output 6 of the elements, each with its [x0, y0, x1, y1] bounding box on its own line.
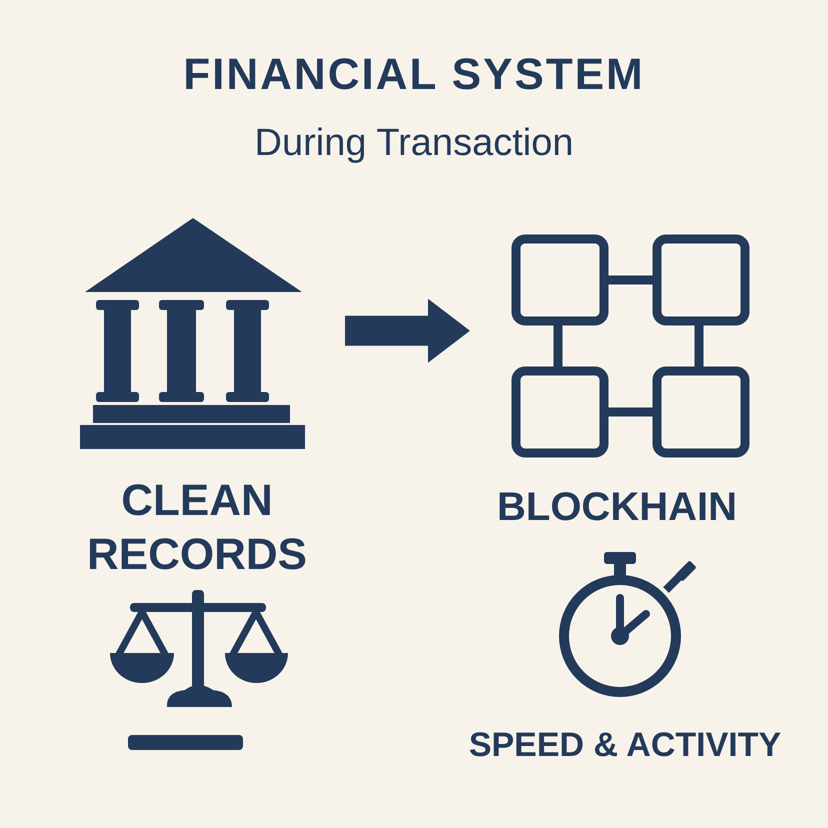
title: FINANCIAL SYSTEM: [182, 50, 646, 100]
caption-label: SPEED & ACTIVITY: [468, 726, 782, 765]
node-caption: CLEAN RECORDS: [86, 475, 308, 581]
arrow: [345, 298, 470, 363]
node-caption: BLOCKHAIN: [496, 484, 738, 531]
subtitle: During Transaction: [254, 122, 574, 165]
